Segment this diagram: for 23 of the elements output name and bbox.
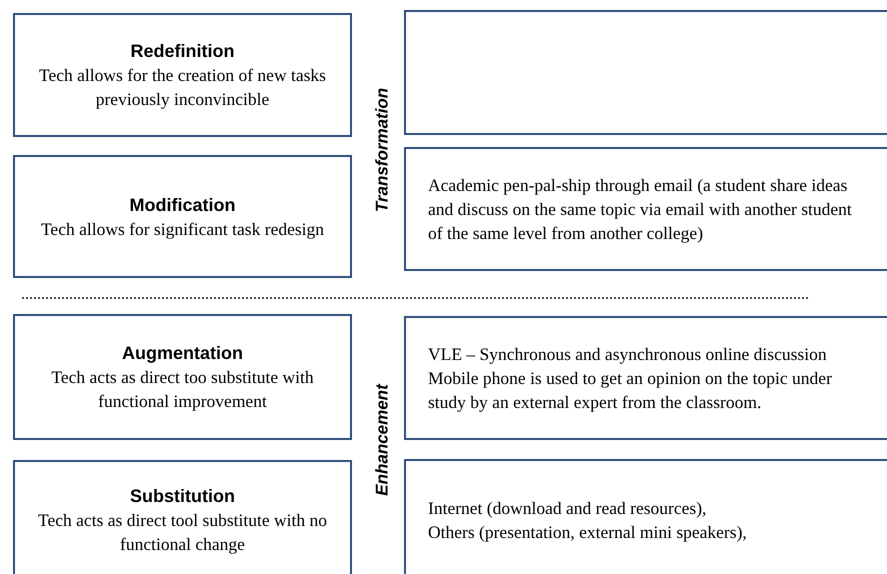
example-text: VLE – Synchronous and asynchronous online discussion [428, 343, 828, 366]
level-description: Tech acts as direct tool substitute with no functional change [37, 509, 328, 556]
level-box [13, 314, 352, 440]
example-box [404, 147, 887, 271]
level-box [13, 155, 352, 278]
level-title: Augmentation [122, 342, 243, 365]
level-title: Redefinition [130, 40, 234, 63]
example-text: Others (presentation, external mini speakers), [428, 520, 748, 544]
example-box [404, 316, 887, 440]
empty-box [404, 10, 887, 135]
level-box [13, 460, 352, 574]
level-description: Tech acts as direct too substitute with functional improvement [50, 366, 315, 413]
example-text: Academic pen-pal-ship through email (a student share ideas and discuss on the same topic via email with another student of the same level from another college) [428, 174, 853, 245]
level-description: Tech allows for significant task redesign [40, 218, 324, 240]
category-label: Enhancement [371, 384, 392, 496]
category-label: Transformation [371, 88, 392, 212]
level-box [13, 13, 352, 137]
example-text: Internet (download and read resources), [428, 496, 708, 520]
level-title: Modification [130, 194, 236, 216]
example-box [404, 459, 887, 574]
example-text: Mobile phone is used to get an opinion on the topic under study by an external expert from the classroom. [428, 367, 833, 414]
level-description: Tech allows for the creation of new tasks previously inconvincible [38, 64, 327, 111]
level-title: Substitution [130, 485, 235, 508]
